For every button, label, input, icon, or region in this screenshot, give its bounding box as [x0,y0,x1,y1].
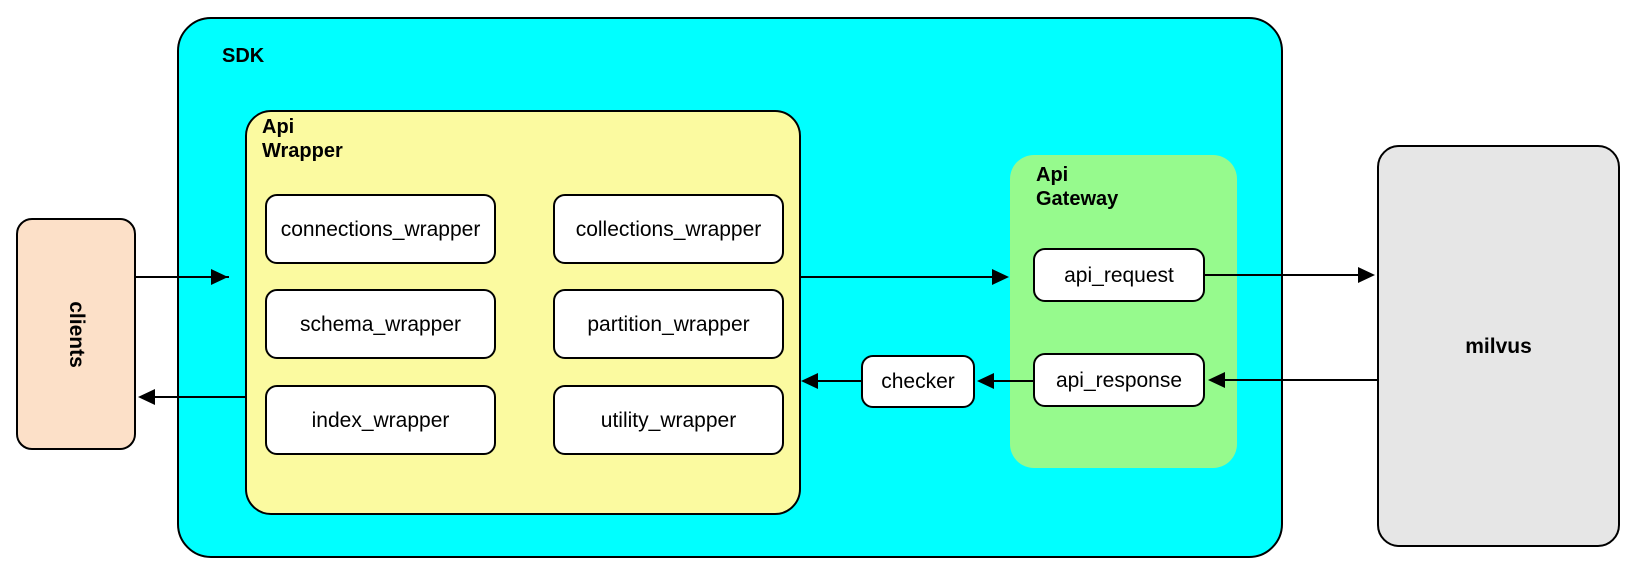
node-label: collections_wrapper [575,217,762,241]
api-gateway-container [1010,155,1237,468]
arrow-head-right-icon [211,269,228,285]
node-checker[interactable]: checker [861,355,975,408]
node-connections-wrapper[interactable]: connections_wrapper [265,194,496,264]
node-label: checker [881,370,955,393]
node-label: utility_wrapper [600,408,737,432]
arrow-head-right-icon [1358,267,1375,283]
node-label: milvus [1465,334,1532,358]
connector-line [815,380,861,382]
connector-line [990,380,1033,382]
node-label: schema_wrapper [299,312,462,336]
connector-line [136,276,229,278]
arrow-head-left-icon [138,389,155,405]
api-wrapper-title: Api Wrapper [262,116,343,163]
arrow-head-right-icon [992,269,1009,285]
connector-line [1222,379,1377,381]
arrow-head-left-icon [801,373,818,389]
node-clients[interactable]: clients [16,218,136,450]
node-label: index_wrapper [311,408,450,432]
node-label: partition_wrapper [587,312,750,336]
node-label: api_request [1064,263,1174,287]
node-schema-wrapper[interactable]: schema_wrapper [265,289,496,359]
node-label: connections_wrapper [280,217,481,241]
node-label: clients [64,300,88,368]
connector-line [150,396,245,398]
node-partition-wrapper[interactable]: partition_wrapper [553,289,784,359]
sdk-title: SDK [222,45,265,67]
node-collections-wrapper[interactable]: collections_wrapper [553,194,784,264]
node-utility-wrapper[interactable]: utility_wrapper [553,385,784,455]
node-label: api_response [1055,368,1183,392]
api-gateway-title: Api Gateway [1036,164,1119,211]
connector-line [800,276,994,278]
arrow-head-left-icon [1208,372,1225,388]
node-api-request[interactable]: api_request [1033,248,1205,302]
node-api-response[interactable]: api_response [1033,353,1205,407]
connector-line [1205,274,1360,276]
node-milvus[interactable]: milvus [1377,145,1620,547]
node-index-wrapper[interactable]: index_wrapper [265,385,496,455]
arrow-head-left-icon [977,373,994,389]
